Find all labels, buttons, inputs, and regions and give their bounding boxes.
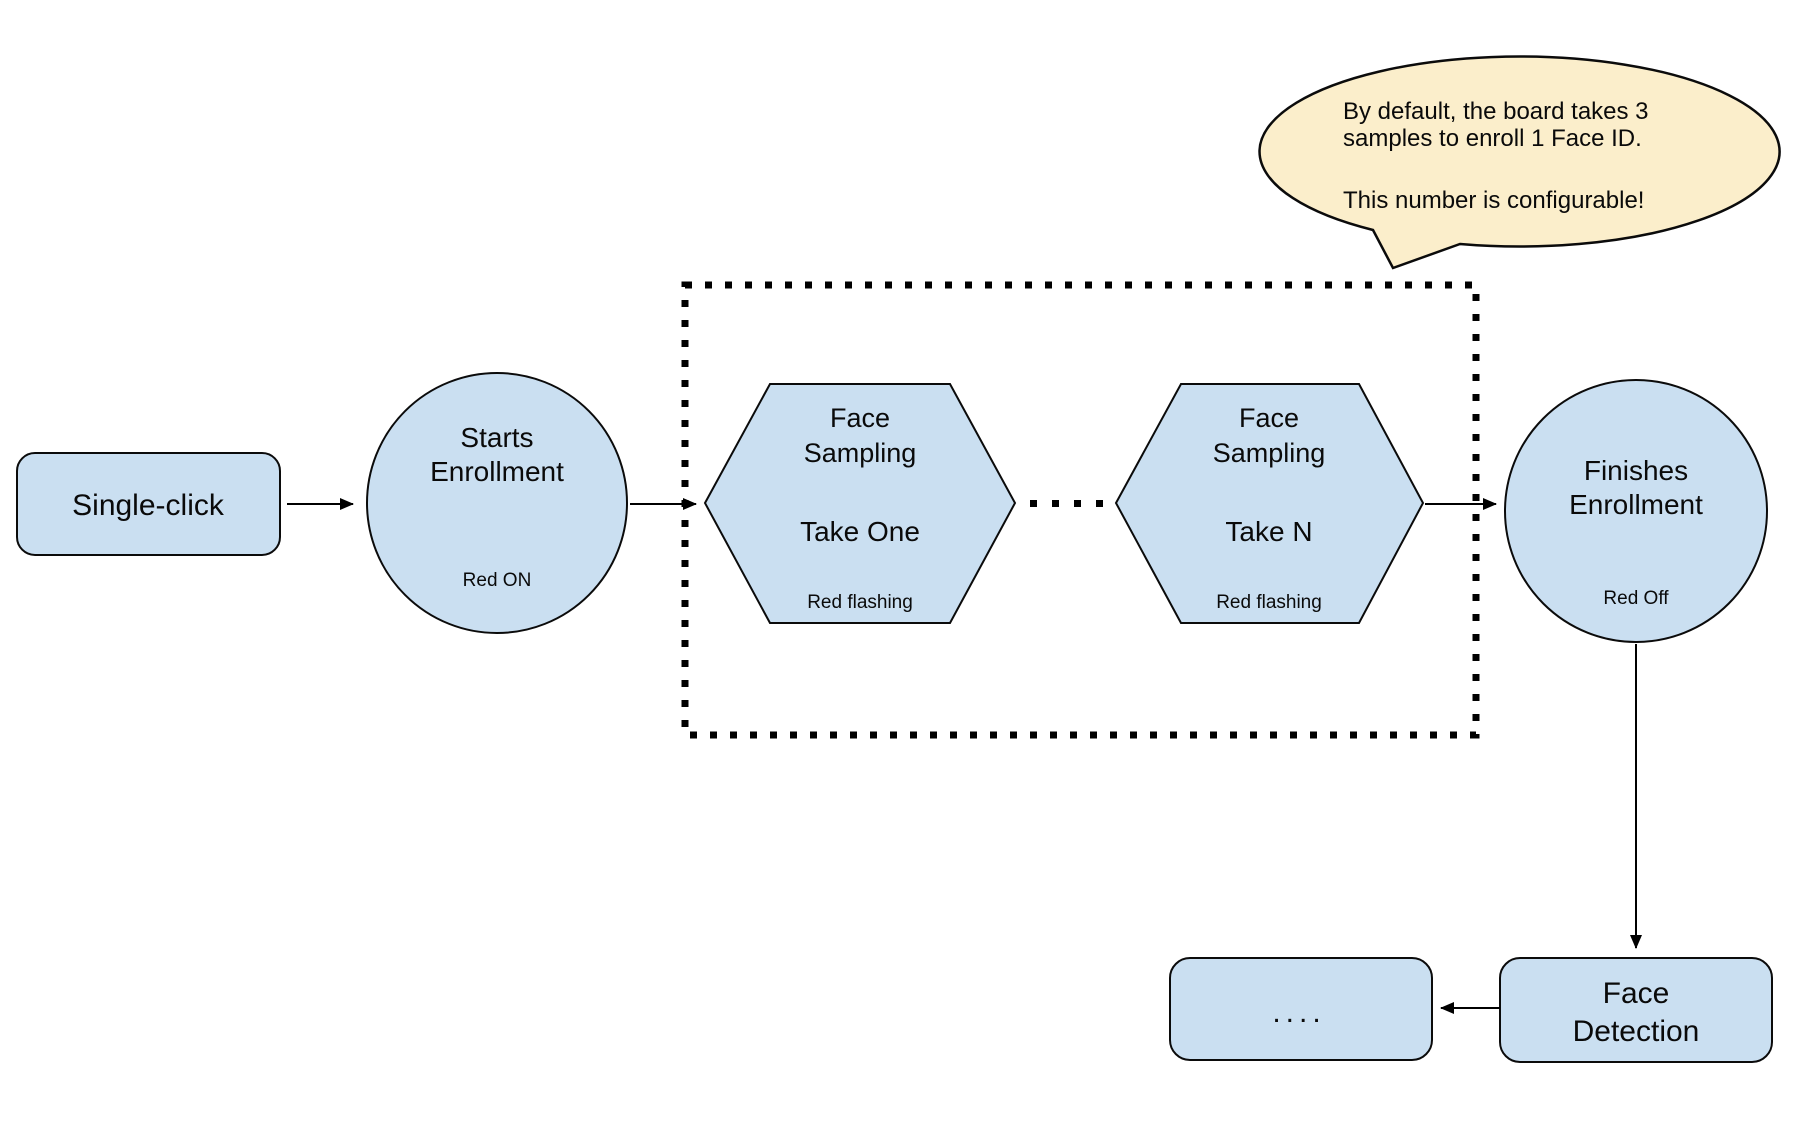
- face-sampling-n-label-line1: Face: [1239, 403, 1299, 433]
- face-sampling-one-node: [703, 383, 1017, 624]
- finishes-enrollment-node: [1504, 379, 1768, 643]
- continuation-node: [1169, 957, 1433, 1061]
- starts-enrollment-status: Red ON: [463, 570, 532, 591]
- starts-enrollment-label-line2: Enrollment: [430, 456, 564, 487]
- face-sampling-n-label-line2: Sampling: [1213, 438, 1326, 468]
- single-click-node: [16, 452, 281, 556]
- speech-bubble-text-line3: This number is configurable!: [1343, 187, 1644, 214]
- continuation-label: ....: [1272, 996, 1325, 1029]
- speech-bubble-text-line2: samples to enroll 1 Face ID.: [1343, 125, 1642, 152]
- starts-enrollment-node: [366, 372, 628, 634]
- finishes-enrollment-label-line2: Enrollment: [1569, 489, 1703, 520]
- sampling-repeat-dots: [1030, 500, 1103, 507]
- face-sampling-one-take-label: Take One: [800, 516, 920, 547]
- face-sampling-n-node: [1114, 383, 1425, 624]
- face-sampling-one-label-line2: Sampling: [804, 438, 917, 468]
- speech-bubble-text-line1: By default, the board takes 3: [1343, 98, 1649, 125]
- speech-bubble: [1258, 55, 1781, 270]
- face-sampling-n-status: Red flashing: [1216, 592, 1322, 613]
- finishes-enrollment-status: Red Off: [1603, 588, 1669, 609]
- face-sampling-n-take-label: Take N: [1225, 516, 1312, 547]
- face-detection-node: [1499, 957, 1773, 1063]
- face-detection-label-line2: Detection: [1573, 1015, 1700, 1048]
- finishes-enrollment-label-line1: Finishes: [1584, 455, 1688, 486]
- single-click-label: Single-click: [72, 489, 225, 522]
- face-detection-label-line1: Face: [1603, 977, 1670, 1010]
- face-sampling-one-label-line1: Face: [830, 403, 890, 433]
- face-sampling-one-status: Red flashing: [807, 592, 913, 613]
- starts-enrollment-label-line1: Starts: [460, 422, 533, 453]
